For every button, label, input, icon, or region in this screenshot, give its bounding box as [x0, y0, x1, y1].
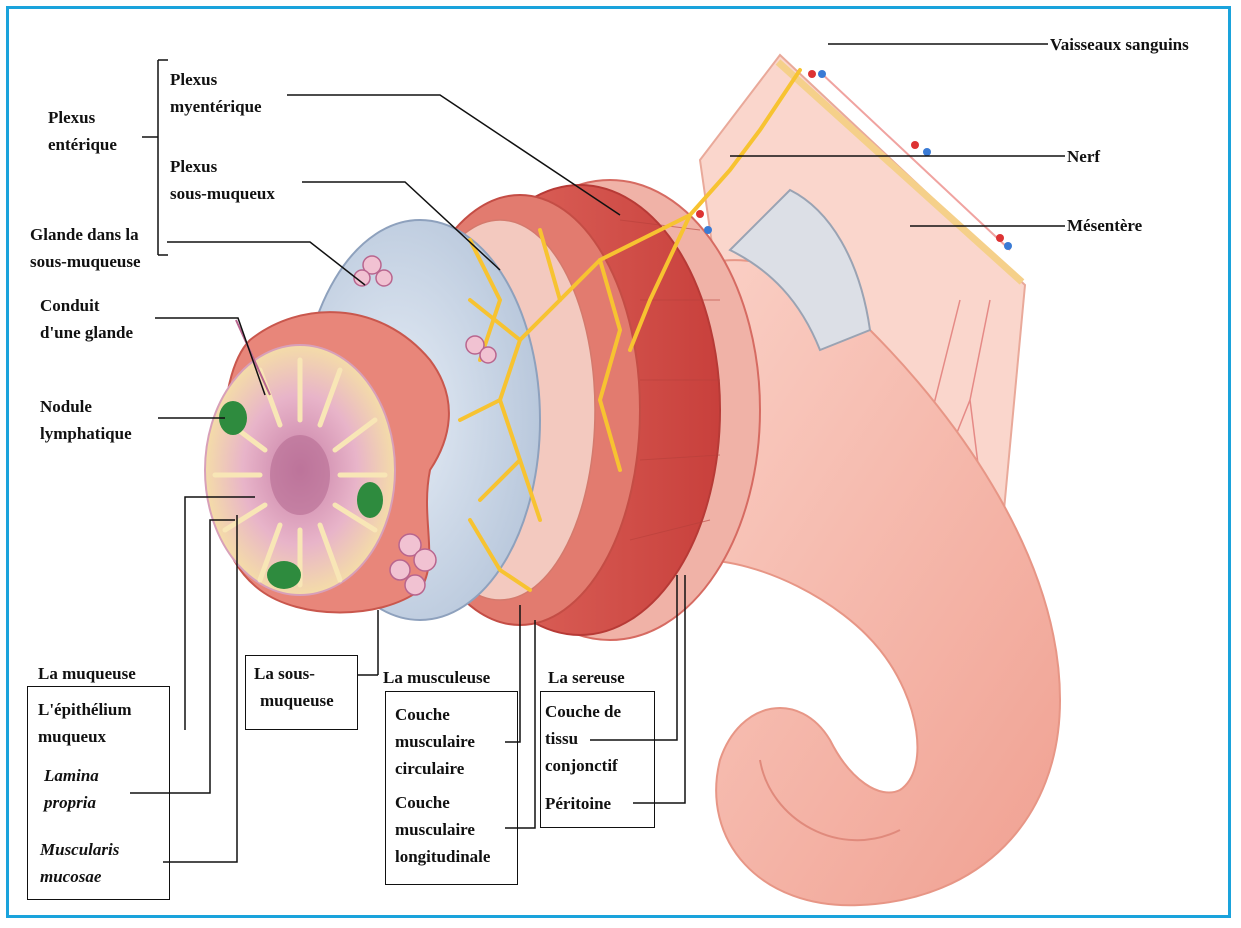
label-muscularis-mucosae: Muscularis mucosae: [40, 836, 119, 890]
label-line: propria: [44, 789, 99, 816]
label-line: sous-muqueux: [170, 180, 275, 207]
label-la-sereuse: La sereuse: [548, 664, 625, 691]
label-line: Couche: [395, 789, 490, 816]
label-line: Plexus: [170, 153, 275, 180]
label-line: Glande dans la: [30, 221, 141, 248]
label-line: Plexus: [48, 104, 117, 131]
label-line: L'épithélium: [38, 696, 132, 723]
label-plexus-sous-muqueux: Plexus sous-muqueux: [170, 153, 275, 207]
label-line: entérique: [48, 131, 117, 158]
label-line: sous-muqueuse: [30, 248, 141, 275]
label-la-musculeuse: La musculeuse: [383, 664, 490, 691]
label-line: Plexus: [170, 66, 262, 93]
label-line: Muscularis: [40, 836, 119, 863]
label-line: musculaire: [395, 728, 475, 755]
label-couche-tissu: Couche de tissu conjonctif: [545, 698, 621, 779]
lymph-nodule: [267, 561, 301, 589]
label-peritoine: Péritoine: [545, 790, 611, 817]
label-mesentere: Mésentère: [1067, 212, 1142, 239]
label-line: mucosae: [40, 863, 119, 890]
label-line: muqueux: [38, 723, 132, 750]
label-line: La sous-: [254, 660, 334, 687]
lymph-nodule: [357, 482, 383, 518]
label-line: d'une glande: [40, 319, 133, 346]
label-line: Lamina: [44, 762, 99, 789]
label-line: muqueuse: [254, 687, 334, 714]
label-line: Nodule: [40, 393, 132, 420]
label-conduit-glande: Conduit d'une glande: [40, 292, 133, 346]
label-epithelium: L'épithélium muqueux: [38, 696, 132, 750]
label-line: musculaire: [395, 816, 490, 843]
label-line: lymphatique: [40, 420, 132, 447]
label-couche-circulaire: Couche musculaire circulaire: [395, 701, 475, 782]
label-lamina-propria: Lamina propria: [44, 762, 99, 816]
lumen-centre: [270, 435, 330, 515]
label-line: Couche de: [545, 698, 621, 725]
label-la-sous-muqueuse: La sous- muqueuse: [254, 660, 334, 714]
label-plexus-enterique: Plexus entérique: [48, 104, 117, 158]
label-nerf: Nerf: [1067, 143, 1100, 170]
label-vaisseaux-sanguins: Vaisseaux sanguins: [1050, 31, 1189, 58]
label-la-muqueuse: La muqueuse: [38, 660, 136, 687]
label-line: Couche: [395, 701, 475, 728]
label-glande-sous-muqueuse: Glande dans la sous-muqueuse: [30, 221, 141, 275]
label-plexus-myenterique: Plexus myentérique: [170, 66, 262, 120]
label-nodule-lymphatique: Nodule lymphatique: [40, 393, 132, 447]
label-line: longitudinale: [395, 843, 490, 870]
label-line: circulaire: [395, 755, 475, 782]
label-line: tissu: [545, 725, 621, 752]
label-line: Conduit: [40, 292, 133, 319]
label-line: myentérique: [170, 93, 262, 120]
label-couche-longitudinale: Couche musculaire longitudinale: [395, 789, 490, 870]
label-line: conjonctif: [545, 752, 621, 779]
